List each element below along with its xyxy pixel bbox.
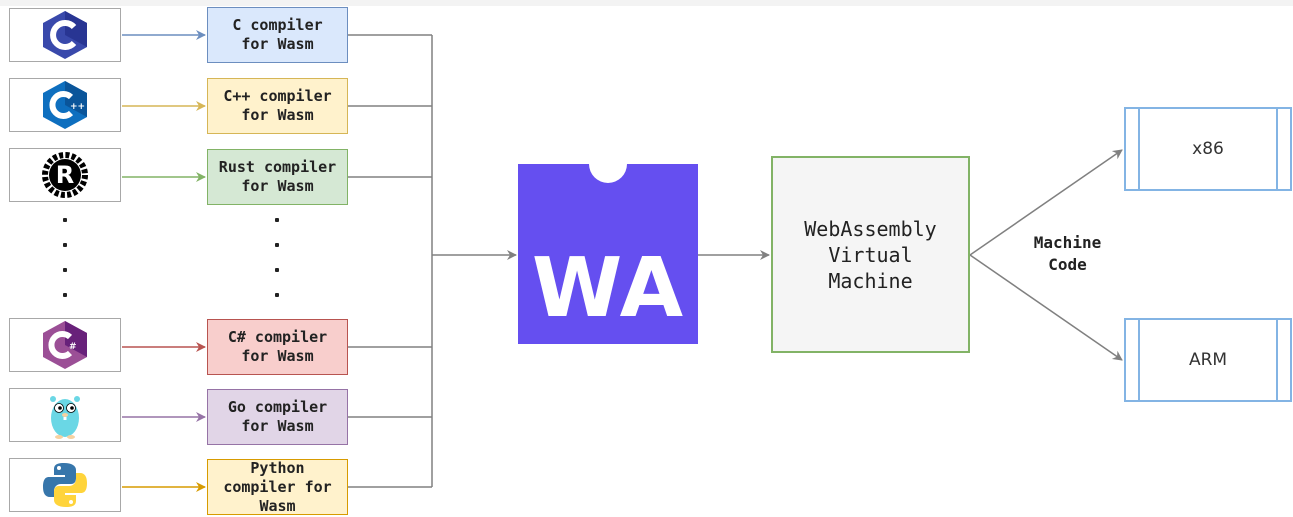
webassembly-logo	[518, 164, 698, 344]
python-compiler-box: Python compiler for Wasm	[207, 459, 348, 515]
x86-target-label: x86	[1192, 139, 1224, 159]
webassembly-logo-text: WA	[531, 241, 685, 336]
cpp-language-icon: ++	[43, 81, 87, 129]
ellipsis-dot	[275, 268, 279, 272]
c-compiler-box: C compiler for Wasm	[207, 7, 348, 63]
ellipsis-dot	[275, 243, 279, 247]
svg-text:R: R	[56, 161, 74, 189]
arm-target-label: ARM	[1188, 350, 1228, 370]
c-language-icon	[43, 11, 87, 59]
cpp-compiler-box: C++ compiler for Wasm	[207, 78, 348, 134]
arm-target-box: ARM	[1124, 318, 1292, 402]
machine-code-label: Machine Code	[1033, 233, 1102, 274]
go-compiler-box: Go compiler for Wasm	[207, 389, 348, 445]
compiler-bus-lines	[348, 34, 433, 488]
ellipsis-dot	[63, 293, 67, 297]
python-language-icon	[43, 463, 87, 507]
top-band	[0, 0, 1293, 6]
svg-text:#: #	[69, 342, 77, 352]
python-language-box	[9, 458, 121, 512]
rust-language-icon: R	[42, 152, 88, 198]
webassembly-logo-notch	[589, 164, 627, 183]
csharp-language-box: #	[9, 318, 121, 372]
vm-to-x86-arrow	[969, 149, 1123, 256]
language-to-compiler-arrows	[122, 30, 206, 492]
c-language-box	[9, 8, 121, 62]
rust-language-box: R	[9, 148, 121, 202]
rust-compiler-box: Rust compiler for Wasm	[207, 149, 348, 205]
x86-target-box: x86	[1124, 107, 1292, 191]
webassembly-virtual-machine-box: WebAssembly Virtual Machine	[771, 156, 970, 353]
csharp-compiler-box: C# compiler for Wasm	[207, 319, 348, 375]
ellipsis-dot	[63, 243, 67, 247]
ellipsis-dot	[275, 218, 279, 222]
ellipsis-dot	[63, 268, 67, 272]
svg-text:++: ++	[70, 102, 85, 112]
csharp-language-icon: #	[43, 321, 87, 369]
cpp-language-box: ++	[9, 78, 121, 132]
go-gopher-icon	[50, 396, 80, 439]
go-language-box	[9, 388, 121, 442]
vm-to-arm-arrow	[969, 254, 1123, 361]
ellipsis-dot	[63, 218, 67, 222]
ellipsis-dot	[275, 293, 279, 297]
